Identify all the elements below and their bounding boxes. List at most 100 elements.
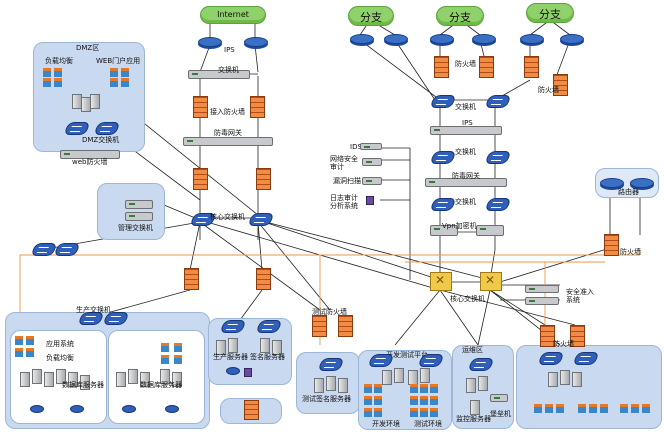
storage-switch-icon — [122, 405, 136, 413]
app-tile-icon — [54, 68, 62, 77]
server-icon — [80, 375, 90, 390]
router-icon — [600, 178, 624, 188]
server-icon — [20, 372, 30, 387]
firewall-icon — [256, 168, 271, 190]
firewall-icon — [338, 315, 353, 337]
security-access-label: 安全准入系统 — [566, 288, 594, 304]
app-tile-icon — [364, 384, 372, 393]
app-tile-icon — [420, 384, 428, 393]
sign-server-label: 签名服务器 — [250, 353, 285, 361]
top-switch-label: 交换机 — [218, 66, 239, 74]
branch-cloud-2: 分支 — [436, 6, 484, 26]
server-icon — [314, 378, 324, 393]
antivirus-gateway-icon — [183, 137, 273, 146]
app-tile-icon — [15, 336, 23, 345]
firewall-icon — [553, 74, 568, 96]
branch-label-3: 分支 — [539, 8, 561, 21]
app-tile-icon — [430, 396, 438, 405]
server-icon — [68, 372, 78, 387]
server-icon — [466, 378, 476, 393]
server-icon — [128, 369, 138, 384]
web-firewall-icon — [60, 150, 120, 159]
app-tile-icon — [631, 404, 639, 413]
storage-switch-icon — [70, 405, 84, 413]
app-tile-icon — [534, 404, 542, 413]
db-server-label: 数据库服务器 — [62, 381, 104, 389]
load-balance-dmz-label: 负载均衡 — [45, 57, 73, 65]
router-icon — [244, 37, 268, 47]
server-icon — [216, 340, 226, 355]
app-tile-icon — [15, 348, 23, 357]
access-firewall-label: 接入防火墙 — [210, 108, 245, 116]
router-icon — [384, 34, 408, 44]
server-icon — [420, 368, 430, 383]
top-switch-rack-icon — [188, 70, 250, 79]
server-icon — [32, 369, 42, 384]
prod-server-label: 生产服务器 — [213, 353, 248, 361]
app-tile-icon — [620, 404, 628, 413]
security-access-device-icon — [525, 285, 559, 293]
internet-label: Internet — [217, 10, 249, 19]
server-icon — [326, 376, 336, 391]
switch-r3-label: 交换机 — [455, 198, 476, 206]
app-tile-icon — [374, 408, 382, 417]
router-icon — [350, 34, 374, 44]
test-env-label: 测试环境 — [414, 420, 442, 428]
antivirus-gateway-right-label: 防毒网关 — [452, 172, 480, 180]
net-audit-label: 网络安全审计 — [330, 155, 358, 171]
app-tile-icon — [410, 384, 418, 393]
app-tile-icon — [121, 78, 129, 87]
app-tile-icon — [174, 355, 182, 364]
firewall-icon — [479, 56, 494, 78]
antivirus-gateway-icon — [425, 178, 507, 187]
router-icon — [520, 34, 544, 44]
server-icon — [382, 370, 392, 385]
app-tile-icon — [26, 336, 34, 345]
db-server-2-label: 数据库服务器 — [140, 381, 182, 389]
app-tile-icon — [556, 404, 564, 413]
router-icon — [560, 34, 584, 44]
test-sign-server-label: 测试签名服务器 — [302, 395, 351, 403]
server-icon — [470, 400, 480, 415]
core-switch-right-label: 核心交换机 — [450, 295, 485, 303]
app-tile-icon — [589, 404, 597, 413]
firewall-icon — [193, 168, 208, 190]
app-tile-icon — [545, 404, 553, 413]
router-label: 路由器 — [618, 188, 639, 196]
firewall-icon — [434, 56, 449, 78]
server-icon — [44, 372, 54, 387]
branch-cloud-3: 分支 — [526, 3, 574, 23]
app-tile-icon — [161, 343, 169, 352]
internet-cloud: Internet — [200, 6, 266, 24]
firewall-icon — [184, 268, 199, 290]
log-server-icon — [366, 196, 374, 205]
app-tile-icon — [43, 68, 51, 77]
test-firewall-label: 测试防火墙 — [312, 308, 347, 316]
storage-switch-icon — [226, 367, 240, 375]
app-tile-icon — [110, 68, 118, 77]
branch-label-2: 分支 — [449, 11, 471, 24]
log-audit-label: 日志审计分析系统 — [330, 194, 358, 210]
app-tile-icon — [26, 348, 34, 357]
firewall-icon — [570, 325, 585, 347]
storage-switch-icon — [165, 405, 179, 413]
app-tile-icon — [410, 396, 418, 405]
server-icon — [272, 340, 282, 355]
audit-device-icon — [362, 158, 382, 166]
app-tile-icon — [430, 384, 438, 393]
load-balance-prod-label: 负载均衡 — [46, 354, 74, 362]
server-icon — [548, 372, 558, 387]
ips-right-label: IPS — [462, 119, 473, 127]
app-tile-icon — [121, 68, 129, 77]
mgmt-switch-icon — [125, 200, 153, 209]
dmz-label: DMZ区 — [76, 44, 100, 52]
firewall-ops-label: 防火墙 — [553, 340, 574, 348]
firewall-icon — [244, 400, 259, 420]
router-icon — [430, 34, 454, 44]
bastion-device-icon — [490, 394, 508, 402]
mgmt-switch-label: 管理交换机 — [118, 224, 153, 232]
bastion-label: 堡垒机 — [490, 410, 511, 418]
vuln-scan-label: 漏洞扫描 — [333, 177, 361, 185]
app-tile-icon — [600, 404, 608, 413]
server-icon — [172, 372, 182, 387]
